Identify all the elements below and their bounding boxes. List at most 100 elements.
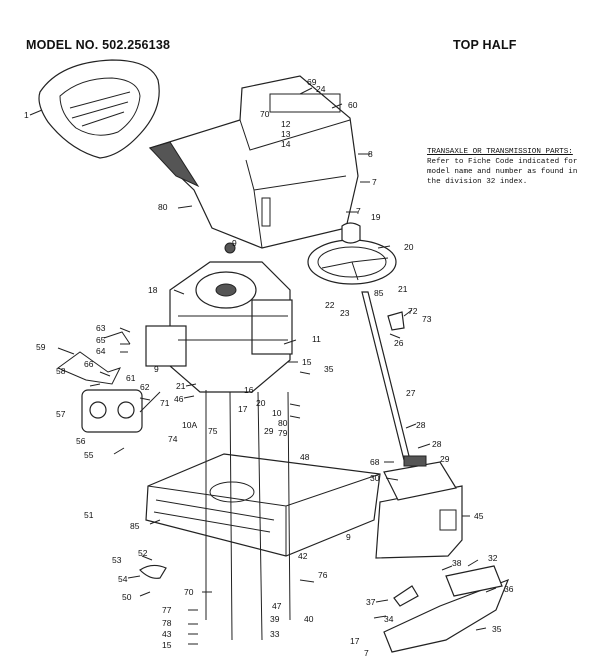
callout-label: 9 [154,364,159,374]
callout-label: 7 [364,648,369,658]
engine-drawing [145,242,293,393]
callout-label: 30 [370,473,380,483]
callout-label: 16 [244,385,254,395]
callout-label: 71 [160,398,170,408]
callout-label: 74 [168,434,178,444]
callout-label: 29 [264,426,274,436]
callout-label: 48 [300,452,310,462]
callout-label: 58 [56,366,66,376]
callout-label: 80 [278,418,288,428]
callout-label: 35 [324,364,334,374]
callout-label: 69 [307,77,317,87]
callout-label: 20 [404,242,414,252]
callout-label: 51 [84,510,94,520]
callout-label: 65 [96,335,106,345]
callout-label: 32 [488,553,498,563]
carburetor-drawing [56,331,161,433]
callout-label: 55 [84,450,94,460]
callout-label: 85 [374,288,384,298]
steering-wheel-drawing [307,222,411,461]
callout-label: 20 [256,398,266,408]
callout-label: 70 [260,109,270,119]
callout-label: 63 [96,323,106,333]
callout-label: 45 [474,511,484,521]
callout-label: 85 [130,521,140,531]
callout-label: 43 [162,629,172,639]
callout-label: 76 [318,570,328,580]
callout-label: 19 [371,212,381,222]
callout-label: 28 [416,420,426,430]
callout-label: 14 [281,139,291,149]
note-line-1: Refer to Fiche Code indicated for [427,158,578,166]
callout-label: 34 [384,614,394,624]
callout-label: 11 [312,334,321,344]
callout-label: 17 [350,636,360,646]
callout-label: 36 [504,584,514,594]
callout-label: 73 [422,314,432,324]
callout-label: 10 [272,408,282,418]
note-line-3: the division 32 index. [427,178,528,186]
model-number-heading: MODEL NO. 502.256138 [26,38,171,52]
section-heading: TOP HALF [453,38,517,52]
callout-label: 9 [346,532,351,542]
callout-label: 47 [272,601,282,611]
callout-label: 8 [368,149,373,159]
pedal-shield-drawing [139,564,510,653]
callout-label: 46 [174,394,184,404]
callout-label: 15 [302,357,312,367]
callout-label: 72 [408,306,418,316]
callout-label: 62 [140,382,150,392]
callout-label: 24 [316,84,326,94]
seat-drawing [38,59,160,159]
callout-label: 35 [492,624,502,634]
callout-label: 23 [340,308,350,318]
callout-label: 61 [126,373,136,383]
callout-label: 21 [398,284,408,294]
callout-label: 38 [452,558,462,568]
callout-label: 53 [112,555,122,565]
callout-labels: 1 69 24 60 70 12 13 14 8 7 80 7 19 20 21… [24,77,514,658]
callout-label: 27 [406,388,416,398]
callout-label: 39 [270,614,280,624]
console-drawing [375,455,463,559]
callout-label: 9 [232,238,237,248]
callout-label: 66 [84,359,94,369]
callout-label: 52 [138,548,148,558]
frame-drawing [145,390,381,641]
callout-label: 57 [56,409,66,419]
callout-label: 42 [298,551,308,561]
callout-label: 68 [370,457,380,467]
leader-lines [29,87,497,645]
note-title: TRANSAXLE OR TRANSMISSION PARTS: [427,148,573,156]
callout-label: 26 [394,338,404,348]
callout-label: 7 [356,206,361,216]
callout-label: 21 [176,381,186,391]
note-line-2: model name and number as found in [427,168,578,176]
callout-label: 17 [238,404,248,414]
transaxle-note: TRANSAXLE OR TRANSMISSION PARTS: Refer t… [427,147,605,187]
callout-label: 15 [162,640,172,650]
callout-label: 18 [148,285,158,295]
callout-label: 64 [96,346,106,356]
callout-label: 77 [162,605,172,615]
callout-label: 7 [372,177,377,187]
callout-label: 59 [36,342,46,352]
callout-label: 1 [24,110,29,120]
callout-label: 28 [432,439,442,449]
callout-label: 37 [366,597,376,607]
callout-label: 29 [440,454,450,464]
callout-label: 10A [182,420,197,430]
callout-label: 79 [278,428,288,438]
callout-label: 13 [281,129,291,139]
fender-body-drawing [148,75,359,249]
callout-label: 33 [270,629,280,639]
callout-label: 60 [348,100,358,110]
callout-label: 54 [118,574,128,584]
callout-label: 70 [184,587,194,597]
callout-label: 56 [76,436,86,446]
callout-label: 40 [304,614,314,624]
callout-label: 78 [162,618,172,628]
callout-label: 12 [281,119,291,129]
callout-label: 75 [208,426,218,436]
